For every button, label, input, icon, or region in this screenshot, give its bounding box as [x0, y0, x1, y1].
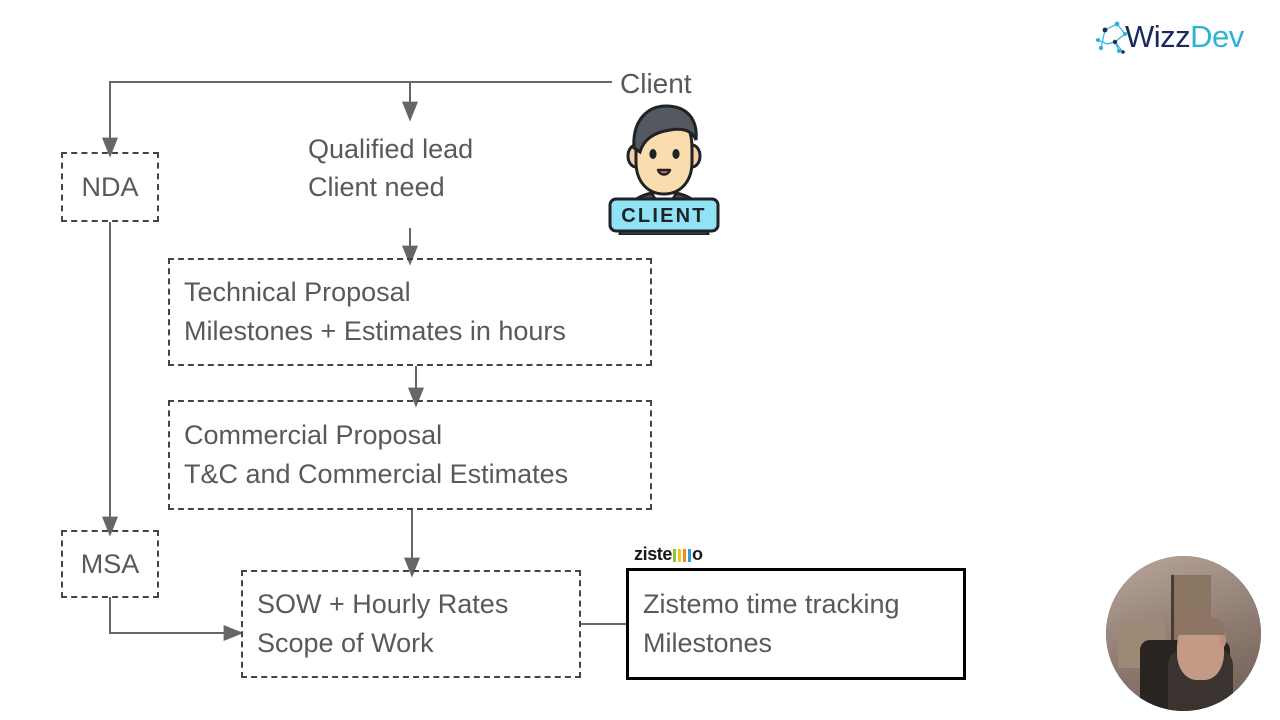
- sow-line-1: SOW + Hourly Rates: [257, 588, 509, 619]
- connector-msa-to-sow: [109, 597, 244, 641]
- node-commercial-proposal[interactable]: Commercial Proposal T&C and Commercial E…: [168, 400, 652, 510]
- webcam-person-hair: [1177, 616, 1224, 636]
- client-badge-text: CLIENT: [621, 205, 706, 227]
- wizzdev-logo-text: WizzDev: [1125, 19, 1244, 55]
- zistemo-line-2: Milestones: [643, 628, 773, 658]
- zistemo-line-1: Zistemo time tracking: [643, 588, 900, 619]
- commercial-proposal-line-2: T&C and Commercial Estimates: [184, 459, 569, 489]
- technical-proposal-line-1: Technical Proposal: [184, 276, 411, 307]
- node-msa[interactable]: MSA: [61, 530, 159, 598]
- zistemo-logo-bars: [673, 549, 692, 562]
- wizzdev-logo-mark: [1096, 21, 1127, 54]
- webcam-overlay: [1106, 556, 1261, 711]
- qualified-lead-note: Qualified lead Client need: [308, 130, 473, 207]
- node-nda-label: NDA: [81, 171, 139, 202]
- node-zistemo-time-tracking[interactable]: Zistemo time tracking Milestones: [626, 568, 966, 680]
- zistemo-logo-text-right: o: [692, 544, 703, 564]
- commercial-proposal-line-1: Commercial Proposal: [184, 419, 443, 450]
- zistemo-logo-text-left: ziste: [634, 544, 673, 564]
- node-sow[interactable]: SOW + Hourly Rates Scope of Work: [241, 570, 581, 678]
- sow-line-2: Scope of Work: [257, 628, 434, 658]
- client-label: Client: [620, 68, 692, 99]
- node-nda[interactable]: NDA: [61, 152, 159, 222]
- logo-word-wizz: Wizz: [1125, 19, 1191, 54]
- logo-word-dev: Dev: [1190, 19, 1244, 54]
- zistemo-logo: ziste o: [634, 543, 703, 563]
- technical-proposal-line-2: Milestones + Estimates in hours: [184, 316, 566, 346]
- node-technical-proposal[interactable]: Technical Proposal Milestones + Estimate…: [168, 258, 652, 366]
- qualified-lead-line-2: Client need: [308, 172, 445, 203]
- qualified-lead-line-1: Qualified lead: [308, 134, 474, 164]
- wizzdev-logo: WizzDev: [1095, 18, 1255, 62]
- node-msa-label: MSA: [80, 548, 140, 579]
- webcam-person-ear: [1219, 634, 1227, 647]
- client-avatar-icon: CLIENT: [608, 100, 720, 237]
